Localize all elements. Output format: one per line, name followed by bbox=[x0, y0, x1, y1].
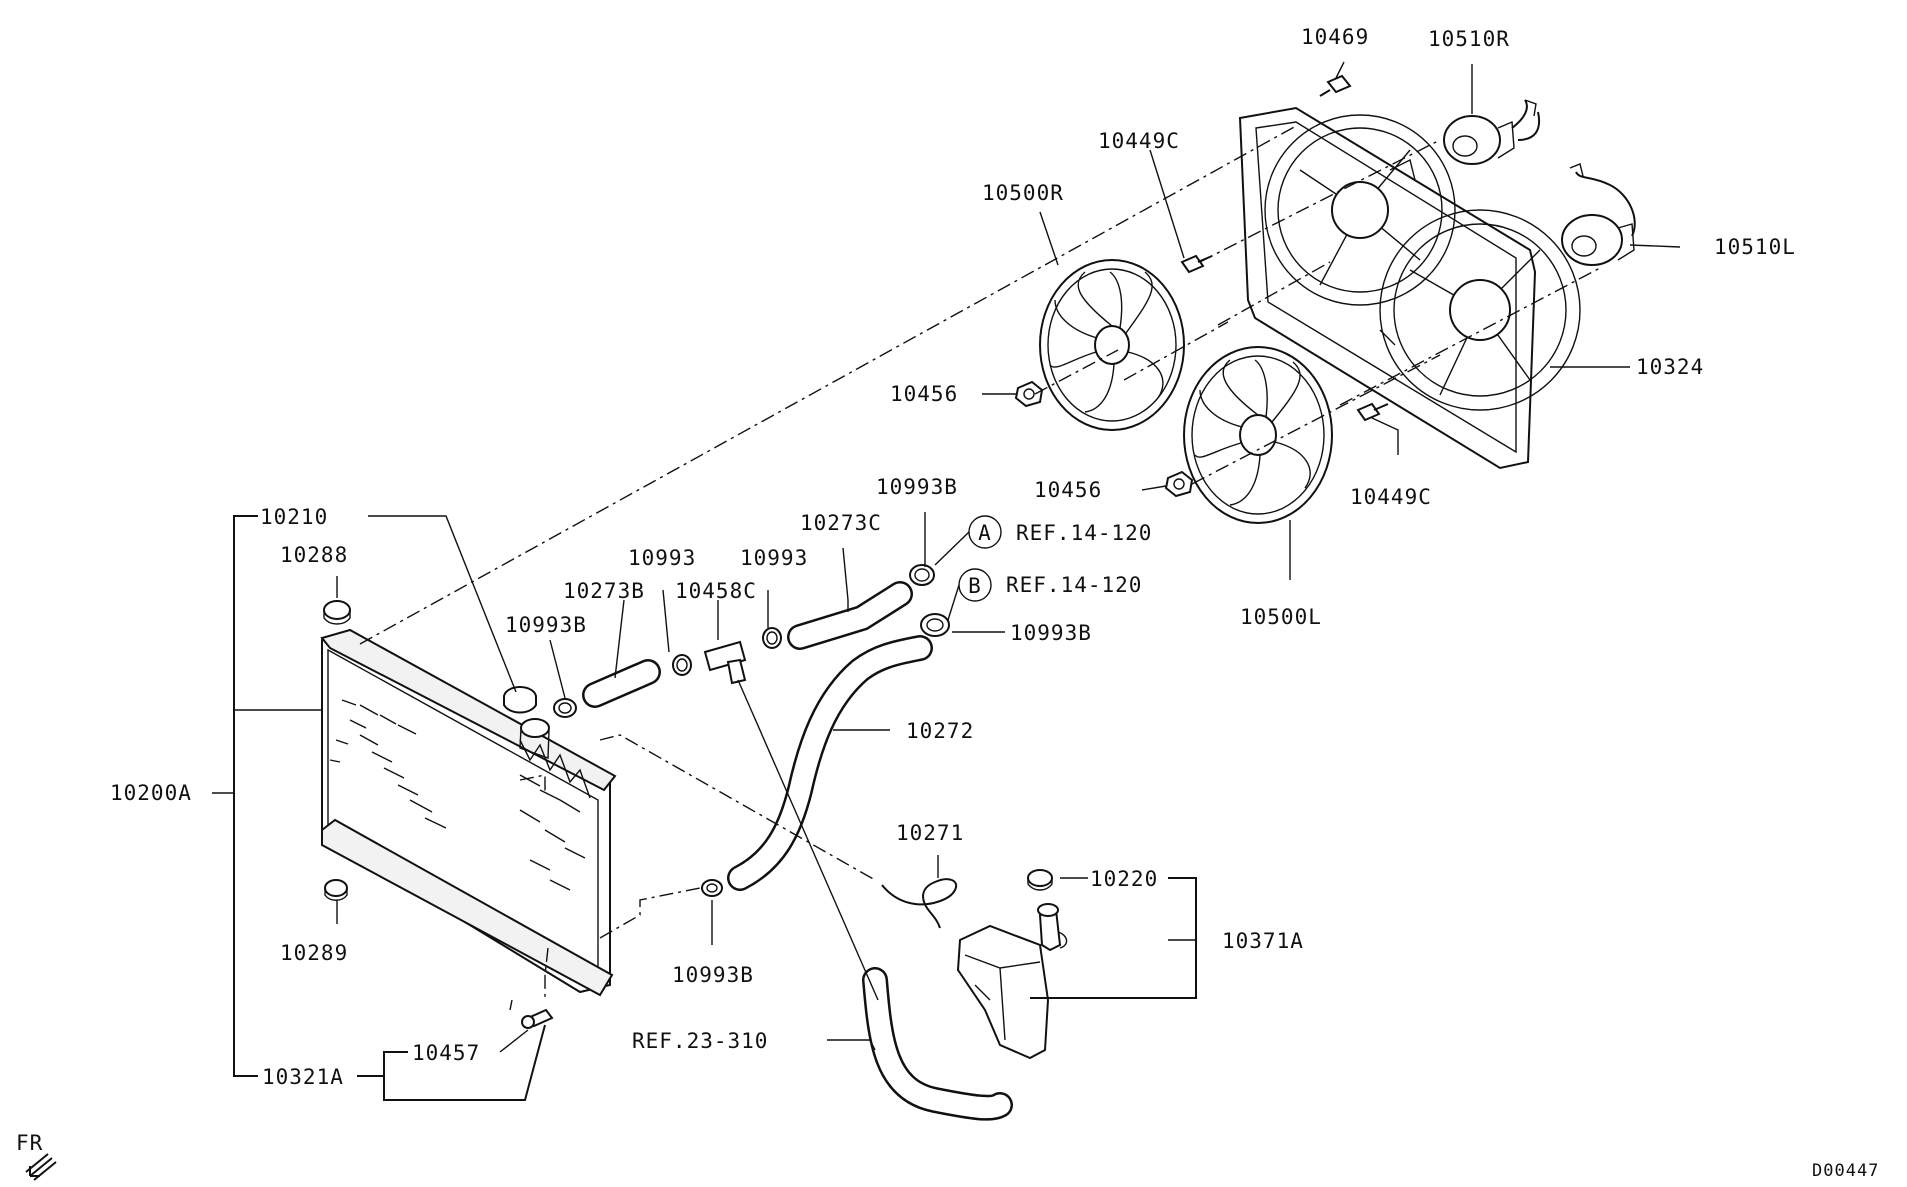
radiator-core[interactable] bbox=[320, 628, 617, 997]
label-10321A[interactable]: 10321A bbox=[262, 1065, 344, 1089]
clamp-10993B-left[interactable] bbox=[553, 698, 577, 718]
label-10993-b[interactable]: 10993 bbox=[740, 546, 808, 570]
fan-shroud[interactable] bbox=[1238, 106, 1581, 470]
label-ref-14-120-a[interactable]: REF.14-120 bbox=[1016, 521, 1152, 545]
label-10449C-top[interactable]: 10449C bbox=[1098, 129, 1180, 153]
joint-10458C[interactable] bbox=[703, 640, 747, 685]
radiator-mount-bushing-upper[interactable] bbox=[323, 600, 351, 625]
bolt-10469[interactable] bbox=[1319, 74, 1352, 97]
upper-hose-10273C[interactable] bbox=[787, 581, 913, 650]
clamp-10993-a[interactable] bbox=[672, 654, 692, 676]
label-10220[interactable]: 10220 bbox=[1090, 867, 1158, 891]
label-10993B-left[interactable]: 10993B bbox=[505, 613, 587, 637]
label-10993B-right[interactable]: 10993B bbox=[1010, 621, 1092, 645]
label-10272[interactable]: 10272 bbox=[906, 719, 974, 743]
cooling-fan-right[interactable] bbox=[1039, 259, 1185, 431]
clamp-10993-b[interactable] bbox=[762, 627, 782, 649]
fan-motor-left[interactable] bbox=[1561, 163, 1636, 266]
label-10200A[interactable]: 10200A bbox=[110, 781, 192, 805]
svg-text:FR: FR bbox=[16, 1131, 43, 1155]
clamp-10993B-top[interactable] bbox=[909, 564, 935, 586]
ref-leaders bbox=[934, 531, 970, 621]
label-10510R[interactable]: 10510R bbox=[1428, 27, 1510, 51]
front-direction-arrow: FR bbox=[16, 1131, 57, 1181]
label-10993B-top[interactable]: 10993B bbox=[876, 475, 958, 499]
label-10457[interactable]: 10457 bbox=[412, 1041, 480, 1065]
nut-10456-mid[interactable] bbox=[1164, 470, 1194, 498]
label-10500L[interactable]: 10500L bbox=[1240, 605, 1322, 629]
label-10500R[interactable]: 10500R bbox=[982, 181, 1064, 205]
label-10288[interactable]: 10288 bbox=[280, 543, 348, 567]
svg-text:A: A bbox=[978, 521, 992, 545]
reserve-tank[interactable] bbox=[956, 903, 1068, 1060]
label-10273B[interactable]: 10273B bbox=[563, 579, 645, 603]
label-10271[interactable]: 10271 bbox=[896, 821, 964, 845]
nut-10456-top[interactable] bbox=[1014, 380, 1044, 408]
label-10469[interactable]: 10469 bbox=[1301, 25, 1369, 49]
label-10210[interactable]: 10210 bbox=[260, 505, 328, 529]
label-10371A[interactable]: 10371A bbox=[1222, 929, 1304, 953]
label-10289[interactable]: 10289 bbox=[280, 941, 348, 965]
ref-marker-a: A bbox=[968, 515, 1002, 549]
radiator-filler-neck bbox=[519, 718, 550, 759]
label-10324[interactable]: 10324 bbox=[1636, 355, 1704, 379]
reserve-tank-cap-10220[interactable] bbox=[1027, 869, 1053, 891]
label-10456-top[interactable]: 10456 bbox=[890, 382, 958, 406]
radiator-cap[interactable] bbox=[503, 686, 537, 714]
label-10449C-bottom[interactable]: 10449C bbox=[1350, 485, 1432, 509]
overflow-hose-ref[interactable] bbox=[862, 967, 1013, 1121]
diagram-code: D00447 bbox=[1812, 1161, 1879, 1181]
clamp-10993B-right[interactable] bbox=[920, 613, 950, 637]
label-10456-mid[interactable]: 10456 bbox=[1034, 478, 1102, 502]
label-10510L[interactable]: 10510L bbox=[1714, 235, 1796, 259]
label-10458C[interactable]: 10458C bbox=[675, 579, 757, 603]
svg-text:B: B bbox=[968, 574, 982, 598]
drain-plug[interactable] bbox=[521, 1008, 554, 1029]
assembly-lines bbox=[359, 125, 1601, 1011]
cooling-fan-left[interactable] bbox=[1183, 346, 1333, 524]
ref-marker-b: B bbox=[958, 568, 992, 602]
bolt-10449C-bottom[interactable] bbox=[1356, 402, 1389, 422]
label-10993B-bottom[interactable]: 10993B bbox=[672, 963, 754, 987]
reserve-tank-hose-10271[interactable] bbox=[881, 878, 958, 929]
label-10273C[interactable]: 10273C bbox=[800, 511, 882, 535]
radiator-mount-bushing-lower[interactable] bbox=[324, 879, 348, 901]
fan-motor-right[interactable] bbox=[1443, 99, 1540, 165]
leader-lines bbox=[212, 61, 1681, 1101]
label-10993-a[interactable]: 10993 bbox=[628, 546, 696, 570]
lower-hose-10272[interactable] bbox=[727, 635, 933, 891]
upper-hose-10273B[interactable] bbox=[582, 659, 661, 708]
label-ref-23-310[interactable]: REF.23-310 bbox=[632, 1029, 768, 1053]
clamp-10993B-bottom[interactable] bbox=[701, 879, 723, 897]
label-ref-14-120-b[interactable]: REF.14-120 bbox=[1006, 573, 1142, 597]
